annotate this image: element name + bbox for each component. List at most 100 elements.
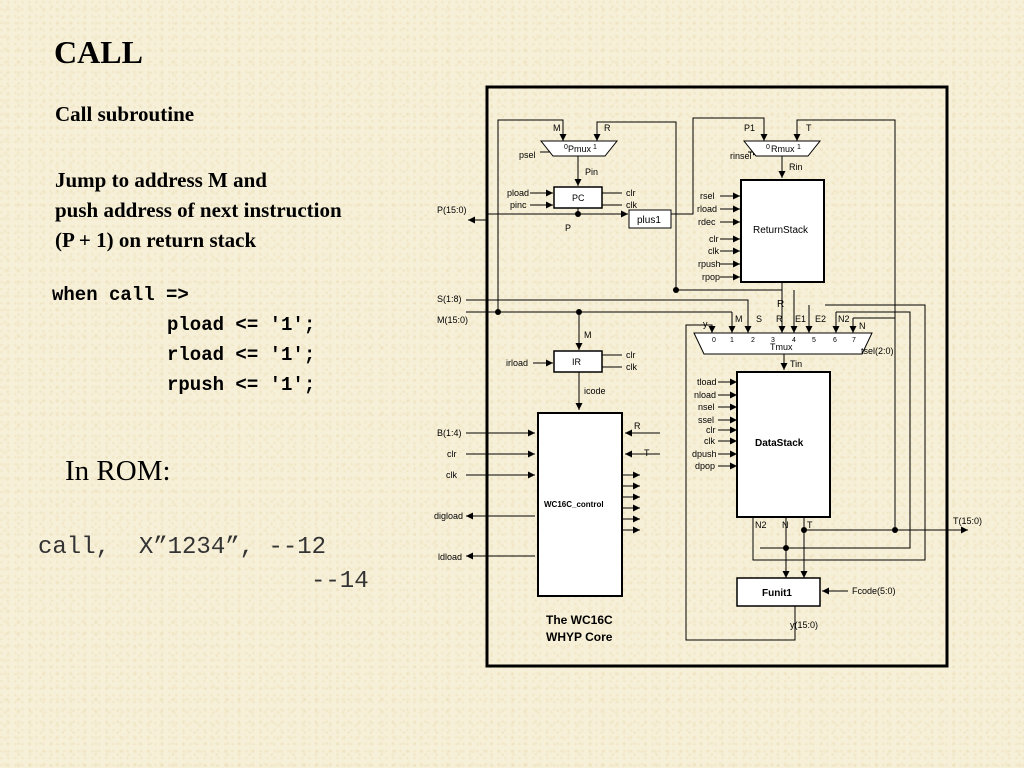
rmux-shape — [742, 140, 822, 157]
pinc-label: pinc — [510, 200, 527, 210]
s-bus-label: S(1:8) — [437, 294, 462, 304]
tmux-idx-4: 4 — [792, 337, 796, 344]
tmux-idx-1: 1 — [730, 337, 734, 344]
rinsel-label: rinsel — [730, 151, 752, 161]
pmux-sel1-label: 1 — [593, 144, 597, 151]
tmux-in-m: M — [735, 314, 743, 324]
rmux-sel0-label: 0 — [766, 144, 770, 151]
caption-line2: WHYP Core — [546, 630, 613, 644]
code-line-rload: rload <= '1'; — [167, 344, 316, 366]
tmux-in-s: S — [756, 314, 762, 324]
pc-name: PC — [572, 193, 585, 203]
plus1-block — [628, 209, 672, 229]
tmux-idx-3: 3 — [771, 337, 775, 344]
slide-subtitle: Call subroutine — [55, 102, 195, 126]
rom-code-line2: --14 — [311, 568, 369, 595]
ir-name: IR — [572, 357, 582, 367]
rs-clr-label: clr — [709, 234, 719, 244]
tsel-label: tsel(2:0) — [861, 346, 894, 356]
pmux-in1-label: R — [604, 123, 611, 133]
ir-in-label: M — [584, 330, 592, 340]
pmux-in0-label: M — [553, 123, 561, 133]
tmux-idx-2: 2 — [751, 337, 755, 344]
rpop-label: rpop — [702, 272, 720, 282]
ds-clk-label: clk — [704, 436, 715, 446]
code-line-rpush: rpush <= '1'; — [167, 374, 316, 396]
dpush-label: dpush — [692, 449, 717, 459]
y-out-label: y(15:0) — [790, 620, 818, 630]
control-r-label: R — [634, 421, 641, 431]
tmux-idx-7: 7 — [852, 337, 856, 344]
nload-label: nload — [694, 390, 716, 400]
rmux-name: Rmux — [771, 144, 795, 154]
tload-label: tload — [697, 377, 717, 387]
b-bus-label: B(1:4) — [437, 428, 462, 438]
caption-line1: The WC16C — [546, 613, 613, 627]
pmux-sel0-label: 0 — [564, 144, 568, 151]
ir-register — [553, 350, 603, 373]
tmux-shape — [693, 332, 873, 355]
slide-title: CALL — [54, 34, 143, 70]
tmux-in-n: N — [859, 321, 866, 331]
return-stack-name: ReturnStack — [753, 225, 809, 236]
tmux-in-y: y — [703, 319, 708, 329]
control-clr-label: clr — [447, 449, 457, 459]
core-frame — [485, 85, 949, 668]
tmux-idx-6: 6 — [833, 337, 837, 344]
plus1-label: plus1 — [637, 215, 661, 226]
rdec-label: rdec — [698, 217, 716, 227]
rmux-sel1-label: 1 — [797, 144, 801, 151]
rpush-label: rpush — [698, 259, 721, 269]
irload-label: irload — [506, 358, 528, 368]
control-name: WC16C_control — [544, 500, 604, 509]
ds-clr-label: clr — [706, 425, 716, 435]
digload-label: digload — [434, 511, 463, 521]
data-stack-name: DataStack — [755, 438, 804, 449]
control-unit — [537, 412, 623, 597]
ldload-label: ldload — [438, 552, 462, 562]
code-line-pload: pload <= '1'; — [167, 314, 316, 336]
description-line: Jump to address M and — [55, 168, 267, 192]
description-line: push address of next instruction — [55, 198, 342, 222]
pc-clk-label: clk — [626, 200, 637, 210]
p-label: P — [565, 223, 571, 233]
rom-heading: In ROM: — [65, 455, 171, 487]
code-line-when: when call => — [52, 284, 189, 306]
tmux-in-e1: E1 — [795, 314, 806, 324]
rmux-in0-label: P1 — [744, 123, 755, 133]
pin-label: Pin — [585, 167, 598, 177]
slide-description: Jump to address M and push address of ne… — [55, 165, 342, 255]
tin-label: Tin — [790, 359, 802, 369]
m-bus-label: M(15:0) — [437, 315, 468, 325]
ds-out-n2: N2 — [755, 520, 767, 530]
rom-code-line1: call, X”1234”, --12 — [38, 534, 327, 561]
pc-register — [553, 186, 603, 209]
tmux-idx-0: 0 — [712, 337, 716, 344]
pc-clr-label: clr — [626, 188, 636, 198]
rsel-label: rsel — [700, 191, 715, 201]
icode-label: icode — [584, 386, 606, 396]
pmux-shape — [539, 140, 619, 157]
tmux-in-n2: N2 — [838, 314, 850, 324]
rmux-in1-label: T — [806, 123, 812, 133]
t-bus-label: T(15:0) — [953, 516, 982, 526]
control-clk-label: clk — [446, 470, 457, 480]
return-stack — [740, 179, 825, 283]
description-line: (P + 1) on return stack — [55, 228, 257, 252]
tmux-name: Tmux — [770, 342, 793, 352]
ssel-label: ssel — [698, 415, 714, 425]
rs-out-label: R — [777, 299, 784, 310]
ir-clr-label: clr — [626, 350, 636, 360]
funit1-name: Funit1 — [762, 588, 792, 599]
p-bus-label: P(15:0) — [437, 205, 467, 215]
rin-label: Rin — [789, 162, 803, 172]
pload-label: pload — [507, 188, 529, 198]
fcode-label: Fcode(5:0) — [852, 586, 896, 596]
rload-label: rload — [697, 204, 717, 214]
pmux-name: Pmux — [568, 144, 592, 154]
ds-out-t: T — [807, 520, 813, 530]
ir-clk-label: clk — [626, 362, 637, 372]
psel-label: psel — [519, 150, 536, 160]
ds-out-n: N — [782, 520, 789, 530]
